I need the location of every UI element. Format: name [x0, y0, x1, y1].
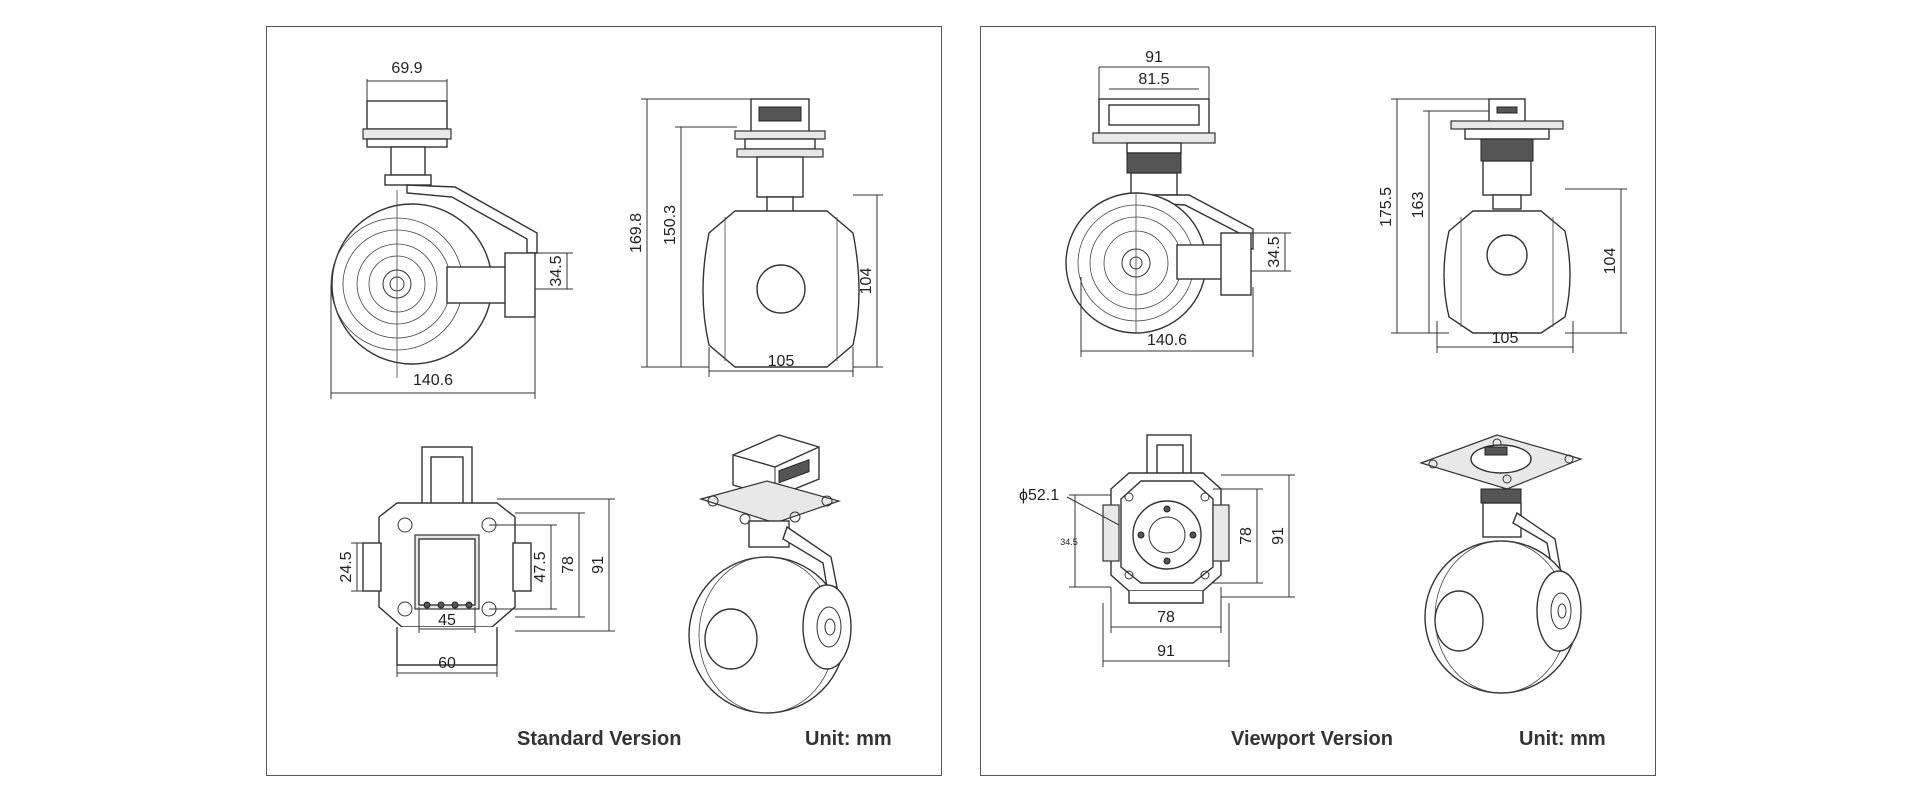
standard-front-view: 169.8 150.3 104 105 [628, 98, 883, 377]
standard-iso-view [688, 434, 852, 714]
dim-ball-width: 105 [768, 353, 795, 370]
dim-outer-height: 91 [1270, 527, 1287, 545]
unit-label: Unit: mm [1519, 728, 1606, 750]
unit-label: Unit: mm [805, 728, 892, 750]
dim-outer-height: 91 [590, 556, 607, 574]
dim-overall-width: 140.6 [1147, 332, 1187, 349]
standard-bottom-view: 45 60 24.5 47.5 78 91 [338, 446, 615, 677]
dim-small: 34.5 [1060, 537, 1078, 547]
standard-drawings: 69.9 140.6 34.5 [330, 60, 883, 714]
dim-plate-width: 91 [1145, 49, 1163, 66]
dim-ball-height: 104 [858, 268, 875, 295]
dim-inner-width: 78 [1157, 609, 1175, 626]
dim-lens-height: 34.5 [1266, 236, 1283, 267]
dim-height-to-mount: 150.3 [662, 205, 679, 245]
version-title: Viewport Version [1231, 728, 1393, 750]
viewport-bottom-view: 34.5 ϕ52.1 78 91 78 91 [1019, 434, 1295, 667]
viewport-version-panel: 91 81.5 140.6 34.5 [980, 26, 1656, 776]
viewport-iso-view [1419, 434, 1583, 694]
dim-hole-height: 47.5 [532, 551, 549, 582]
dim-diameter: ϕ52.1 [1019, 487, 1059, 504]
standard-side-view: 69.9 140.6 34.5 [330, 60, 573, 399]
dim-overall-height: 175.5 [1378, 187, 1395, 227]
viewport-drawings: 91 81.5 140.6 34.5 [1019, 49, 1627, 694]
standard-version-panel: 69.9 140.6 34.5 [266, 26, 942, 776]
dim-bracket-width: 60 [438, 655, 456, 672]
dim-top-width: 69.9 [391, 60, 422, 77]
dim-overall-width: 140.6 [413, 372, 453, 389]
dim-inner-height: 78 [1238, 527, 1255, 545]
dim-outer-width: 91 [1157, 643, 1175, 660]
dim-ball-height: 104 [1602, 248, 1619, 275]
dim-lens-height: 34.5 [548, 255, 565, 286]
dim-connector-width: 81.5 [1138, 71, 1169, 88]
dim-ball-width: 105 [1492, 330, 1519, 347]
viewport-side-view: 91 81.5 140.6 34.5 [1065, 49, 1291, 357]
dim-height-to-mount: 163 [1410, 192, 1427, 219]
dim-inner-height: 78 [560, 556, 577, 574]
dim-hole-width: 45 [438, 612, 456, 629]
viewport-front-view: 175.5 163 104 105 [1378, 98, 1627, 353]
version-title: Standard Version [517, 728, 682, 750]
dim-overall-height: 169.8 [628, 213, 645, 253]
dim-left-height: 24.5 [338, 551, 355, 582]
